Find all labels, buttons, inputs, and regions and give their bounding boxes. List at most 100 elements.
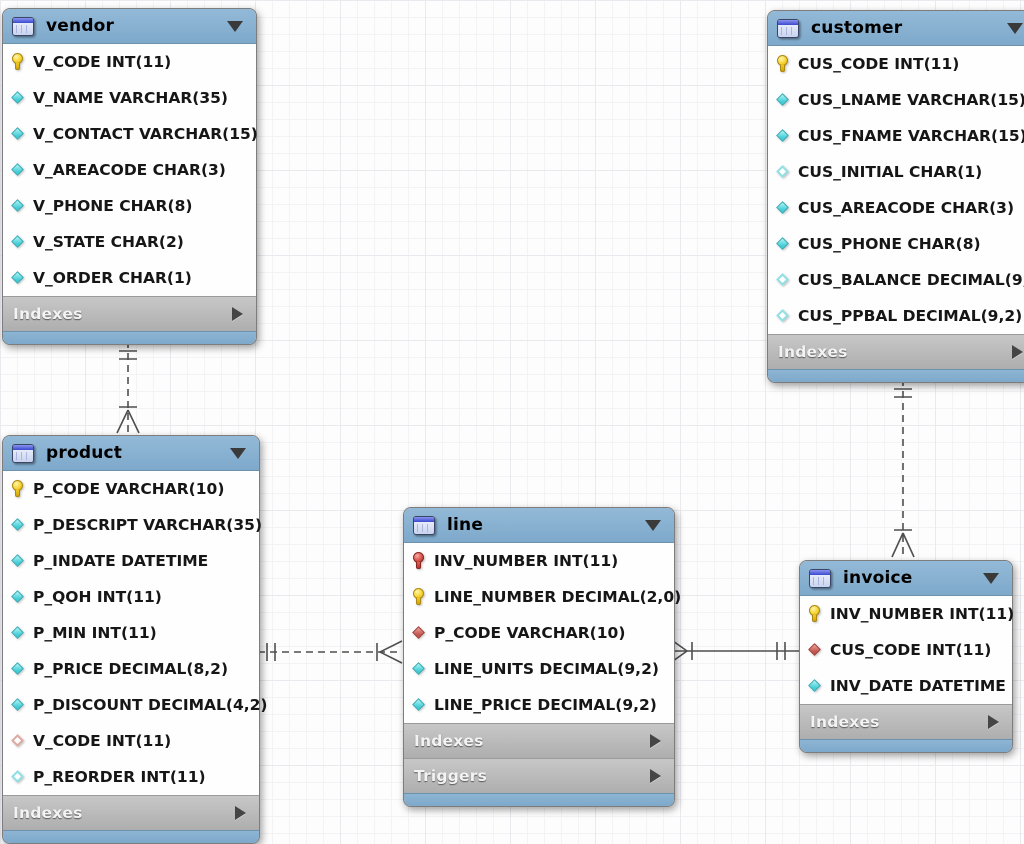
column-label: INV_NUMBER INT(11) (434, 552, 619, 570)
diamond-cyan-icon (10, 232, 27, 252)
connector-product-line[interactable] (258, 640, 403, 664)
column-row[interactable]: CUS_LNAME VARCHAR(15) (768, 82, 1024, 118)
table-icon (413, 515, 435, 535)
column-row[interactable]: CUS_FNAME VARCHAR(15) (768, 118, 1024, 154)
connector-customer-invoice[interactable] (891, 379, 915, 558)
column-row[interactable]: LINE_PRICE DECIMAL(9,2) (404, 687, 674, 723)
expand-arrow-icon[interactable] (232, 307, 243, 321)
column-row[interactable]: V_AREACODE CHAR(3) (3, 152, 256, 188)
table-title: line (447, 515, 484, 535)
collapse-arrow-icon[interactable] (983, 572, 999, 584)
column-row[interactable]: V_PHONE CHAR(8) (3, 188, 256, 224)
column-row[interactable]: P_CODE VARCHAR(10) (3, 471, 259, 507)
column-row[interactable]: LINE_UNITS DECIMAL(9,2) (404, 651, 674, 687)
table-footer (404, 793, 674, 806)
column-row[interactable]: V_NAME VARCHAR(35) (3, 80, 256, 116)
column-label: V_AREACODE CHAR(3) (33, 161, 226, 179)
table-invoice[interactable]: invoice INV_NUMBER INT(11) CUS_CODE INT(1… (799, 560, 1014, 753)
triggers-section[interactable]: Triggers (404, 758, 674, 793)
table-customer-header[interactable]: customer (768, 11, 1024, 46)
table-line[interactable]: line INV_NUMBER INT(11) LINE_NUMBER DECIM… (403, 507, 681, 807)
column-row[interactable]: INV_DATE DATETIME (800, 668, 1012, 704)
column-row[interactable]: CUS_CODE INT(11) (800, 632, 1012, 668)
column-label: LINE_NUMBER DECIMAL(2,0) (434, 588, 682, 606)
key-yellow-icon (775, 54, 792, 74)
indexes-section[interactable]: Indexes (404, 723, 674, 758)
column-label: V_CODE INT(11) (33, 732, 172, 750)
indexes-section[interactable]: Indexes (768, 334, 1024, 369)
column-row[interactable]: V_CONTACT VARCHAR(15) (3, 116, 258, 152)
collapse-arrow-icon[interactable] (227, 20, 243, 32)
table-vendor-header[interactable]: vendor (3, 9, 256, 44)
column-row[interactable]: INV_NUMBER INT(11) (404, 543, 674, 579)
table-title: customer (811, 18, 903, 38)
column-row[interactable]: P_QOH INT(11) (3, 579, 259, 615)
column-label: CUS_AREACODE CHAR(3) (798, 199, 1015, 217)
column-list: INV_NUMBER INT(11) LINE_NUMBER DECIMAL(2,… (404, 543, 681, 723)
diamond-cyan-icon (10, 160, 27, 180)
column-row[interactable]: P_DESCRIPT VARCHAR(35) (3, 507, 262, 543)
column-row[interactable]: LINE_NUMBER DECIMAL(2,0) (404, 579, 681, 615)
column-row[interactable]: CUS_PPBAL DECIMAL(9,2) (768, 298, 1024, 334)
expand-arrow-icon[interactable] (235, 806, 246, 820)
column-row[interactable]: P_DISCOUNT DECIMAL(4,2) (3, 687, 268, 723)
column-label: CUS_BALANCE DECIMAL(9,2) (798, 271, 1024, 289)
diamond-cyan-hollow-icon (775, 162, 792, 182)
column-row[interactable]: CUS_BALANCE DECIMAL(9,2) (768, 262, 1024, 298)
column-row[interactable]: INV_NUMBER INT(11) (800, 596, 1014, 632)
column-label: V_ORDER CHAR(1) (33, 269, 192, 287)
diamond-cyan-icon (10, 124, 27, 144)
expand-arrow-icon[interactable] (988, 715, 999, 729)
column-row[interactable]: CUS_AREACODE CHAR(3) (768, 190, 1024, 226)
table-invoice-header[interactable]: invoice (800, 561, 1012, 596)
section-label: Indexes (810, 713, 880, 731)
diamond-cyan-icon (10, 551, 27, 571)
diamond-cyan-hollow-icon (10, 767, 27, 787)
column-row[interactable]: V_CODE INT(11) (3, 723, 259, 759)
indexes-section[interactable]: Indexes (3, 296, 256, 331)
column-label: V_CONTACT VARCHAR(15) (33, 125, 258, 143)
column-row[interactable]: CUS_INITIAL CHAR(1) (768, 154, 1024, 190)
indexes-section[interactable]: Indexes (3, 795, 259, 830)
key-yellow-icon (411, 587, 428, 607)
collapse-arrow-icon[interactable] (1007, 22, 1023, 34)
indexes-section[interactable]: Indexes (800, 704, 1012, 739)
column-label: V_CODE INT(11) (33, 53, 172, 71)
column-row[interactable]: V_ORDER CHAR(1) (3, 260, 256, 296)
column-row[interactable]: P_CODE VARCHAR(10) (404, 615, 674, 651)
column-label: P_PRICE DECIMAL(8,2) (33, 660, 229, 678)
expand-arrow-icon[interactable] (650, 769, 661, 783)
key-yellow-icon (10, 479, 27, 499)
column-list: CUS_CODE INT(11) CUS_LNAME VARCHAR(15) CUS… (768, 46, 1024, 334)
column-label: CUS_LNAME VARCHAR(15) (798, 91, 1024, 109)
expand-arrow-icon[interactable] (1012, 345, 1023, 359)
connector-vendor-product[interactable] (116, 341, 140, 434)
column-label: CUS_CODE INT(11) (798, 55, 960, 73)
table-vendor[interactable]: vendor V_CODE INT(11) V_NAME VARCHAR(35) V… (2, 8, 258, 345)
table-line-header[interactable]: line (404, 508, 674, 543)
column-list: INV_NUMBER INT(11) CUS_CODE INT(11) INV_DA… (800, 596, 1014, 704)
table-icon (809, 568, 831, 588)
column-row[interactable]: CUS_PHONE CHAR(8) (768, 226, 1024, 262)
table-product[interactable]: product P_CODE VARCHAR(10)P_DESCRIPT VAR… (2, 435, 268, 844)
column-row[interactable]: P_REORDER INT(11) (3, 759, 259, 795)
column-label: LINE_UNITS DECIMAL(9,2) (434, 660, 659, 678)
column-row[interactable]: P_MIN INT(11) (3, 615, 259, 651)
column-row[interactable]: V_STATE CHAR(2) (3, 224, 256, 260)
connector-invoice-line[interactable] (672, 640, 799, 662)
collapse-arrow-icon[interactable] (645, 519, 661, 531)
column-row[interactable]: P_INDATE DATETIME (3, 543, 259, 579)
section-label: Indexes (414, 732, 484, 750)
collapse-arrow-icon[interactable] (230, 447, 246, 459)
column-row[interactable]: V_CODE INT(11) (3, 44, 256, 80)
expand-arrow-icon[interactable] (650, 734, 661, 748)
diamond-cyan-icon (10, 695, 27, 715)
column-label: CUS_CODE INT(11) (830, 641, 992, 659)
column-row[interactable]: P_PRICE DECIMAL(8,2) (3, 651, 259, 687)
table-product-header[interactable]: product (3, 436, 259, 471)
table-customer[interactable]: customer CUS_CODE INT(11) CUS_LNAME VARCH… (767, 10, 1024, 383)
column-row[interactable]: CUS_CODE INT(11) (768, 46, 1024, 82)
diamond-red-hollow-icon (10, 731, 27, 751)
diamond-cyan-icon (10, 659, 27, 679)
